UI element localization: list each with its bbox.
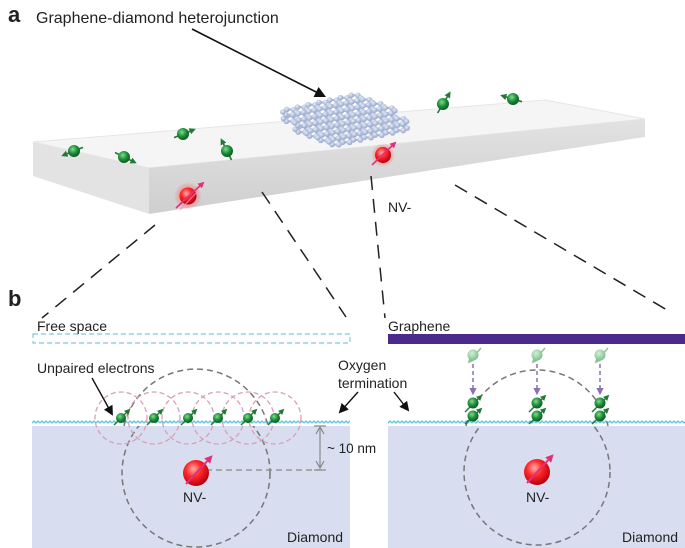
panel-label-a: a bbox=[8, 2, 21, 27]
projection-lines bbox=[41, 175, 668, 319]
unpaired-electrons-arrow bbox=[91, 377, 113, 416]
nv-right-label: NV- bbox=[526, 489, 550, 505]
surface-electrons bbox=[61, 91, 523, 164]
heterojunction-label: Graphene-diamond heterojunction bbox=[36, 10, 279, 27]
oxygen-termination-label-1: Oxygen bbox=[338, 357, 387, 373]
unpaired-electrons-label: Unpaired electrons bbox=[37, 360, 155, 376]
heterojunction-callout-arrow bbox=[191, 28, 326, 98]
oxygen-termination-right bbox=[388, 418, 685, 425]
nv-sensing-circle-right bbox=[463, 426, 611, 546]
free-space-region bbox=[32, 333, 351, 344]
diamond-right-label: Diamond bbox=[622, 529, 679, 545]
depth-label: ~ 10 nm bbox=[327, 441, 377, 456]
nv-top-label: NV- bbox=[388, 199, 412, 215]
unpaired-electron-circles bbox=[94, 391, 302, 445]
nv-center-left bbox=[174, 181, 205, 211]
graphene-label: Graphene bbox=[388, 318, 451, 334]
oxygen-termination-label-2: termination bbox=[338, 375, 408, 391]
nv-center-left-cross-section bbox=[183, 455, 213, 486]
oxygen-termination-arrow-left bbox=[338, 391, 359, 414]
oxygen-termination-arrow-right bbox=[393, 391, 410, 412]
diamond-block-right bbox=[388, 426, 685, 548]
diamond-block-left bbox=[32, 426, 350, 548]
diamond-left-label: Diamond bbox=[287, 529, 344, 545]
depth-marker bbox=[196, 425, 326, 471]
panel-label-b: b bbox=[8, 286, 22, 311]
nv-center-right-cross-section bbox=[524, 454, 554, 485]
nv-left-label: NV- bbox=[183, 489, 207, 505]
nv-center-right bbox=[371, 141, 397, 167]
graphene-layer bbox=[388, 334, 685, 344]
graphene-lattice bbox=[280, 92, 410, 148]
charge-transfer-groups bbox=[464, 347, 610, 425]
nv-sensing-circle-left bbox=[121, 426, 271, 548]
free-space-label: Free space bbox=[37, 318, 108, 334]
